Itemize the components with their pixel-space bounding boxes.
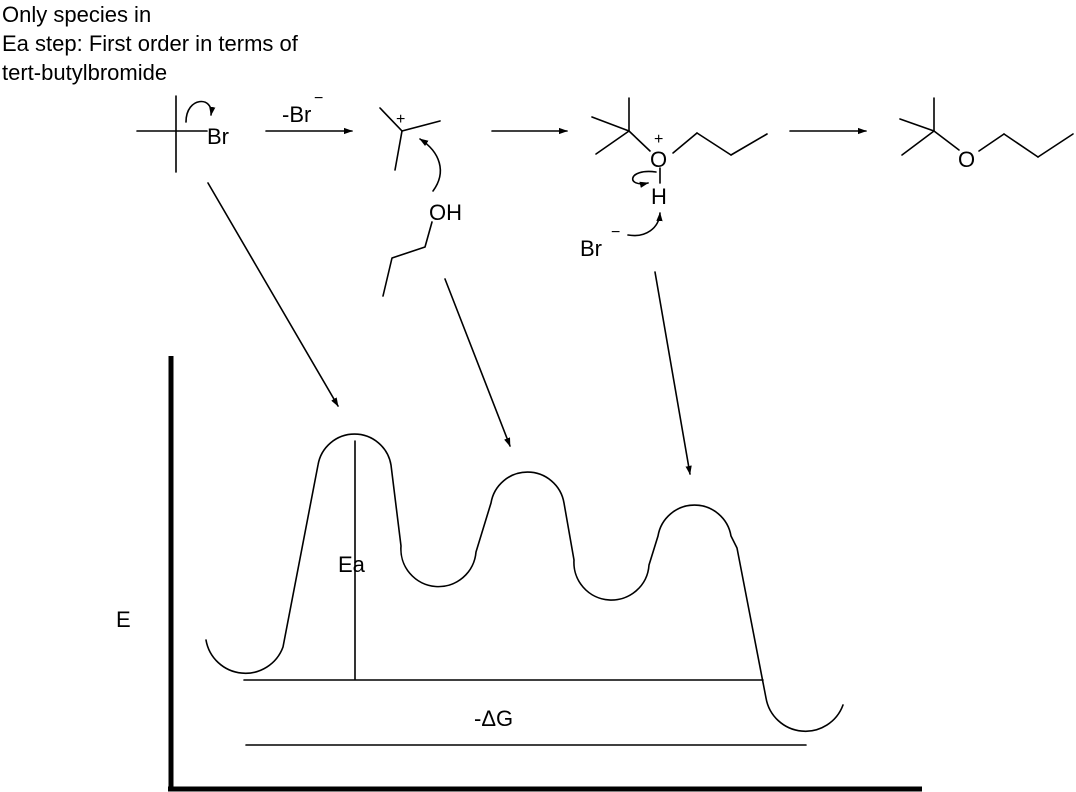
axis-label-e: E xyxy=(116,607,131,632)
kinetics-note: Only species in Ea step: First order in … xyxy=(2,0,298,87)
label-ea: Ea xyxy=(338,552,366,577)
energy-axes xyxy=(168,356,922,792)
charge-minus-2: − xyxy=(611,224,620,241)
curved-arrow-bromide-deprotonation xyxy=(627,212,663,237)
tert-butyl-bromide-structure xyxy=(136,95,208,173)
note-line-3: tert-butylbromide xyxy=(2,60,168,85)
note-line-2: Ea step: First order in terms of xyxy=(2,31,298,56)
label-br-2: Br xyxy=(580,236,602,261)
pointer-arrow-to-ts2 xyxy=(444,278,511,447)
label-loss-of-bromide: -Br xyxy=(282,102,311,127)
label-delta-g: -ΔG xyxy=(474,706,513,731)
curved-arrow-leaving-group xyxy=(185,100,216,123)
curved-arrow-proton-transfer xyxy=(631,170,657,188)
label-ether-o: O xyxy=(958,147,975,172)
note-line-1: Only species in xyxy=(2,2,152,27)
label-br-1: Br xyxy=(207,124,229,149)
ether-product-structure xyxy=(899,97,1074,158)
label-oh: OH xyxy=(429,200,462,225)
label-oxonium-o: O xyxy=(650,147,667,172)
charge-plus-1: + xyxy=(396,111,405,128)
oxonium-ion-structure xyxy=(591,97,768,184)
charge-plus-2: + xyxy=(654,131,663,148)
energy-profile-curve xyxy=(205,433,844,733)
curved-arrow-nucleophilic-attack xyxy=(419,138,442,192)
label-h: H xyxy=(651,184,667,209)
propanol-structure xyxy=(382,221,433,297)
pointer-arrow-to-ts1 xyxy=(207,182,339,407)
charge-minus-1: − xyxy=(314,90,323,107)
tert-butyl-cation-structure xyxy=(379,107,441,171)
pointer-arrow-to-ts3 xyxy=(654,271,692,475)
